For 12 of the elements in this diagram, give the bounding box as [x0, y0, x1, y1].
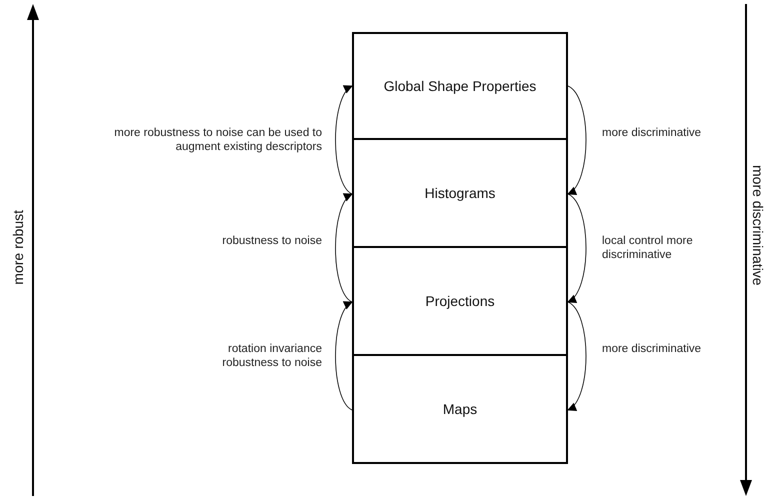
process-box: Global Shape Properties	[352, 32, 568, 140]
axis-label: more discriminative	[750, 165, 766, 286]
curved-arrow	[567, 302, 586, 411]
curved-arrow	[335, 301, 353, 410]
process-box: Maps	[352, 354, 568, 464]
curved-arrow	[335, 193, 353, 302]
curved-arrow	[567, 86, 586, 195]
axis-label: more robust	[10, 210, 26, 285]
process-box: Projections	[352, 246, 568, 356]
curved-arrow	[567, 194, 586, 303]
curved-arrow	[335, 85, 353, 194]
process-box: Histograms	[352, 138, 568, 248]
